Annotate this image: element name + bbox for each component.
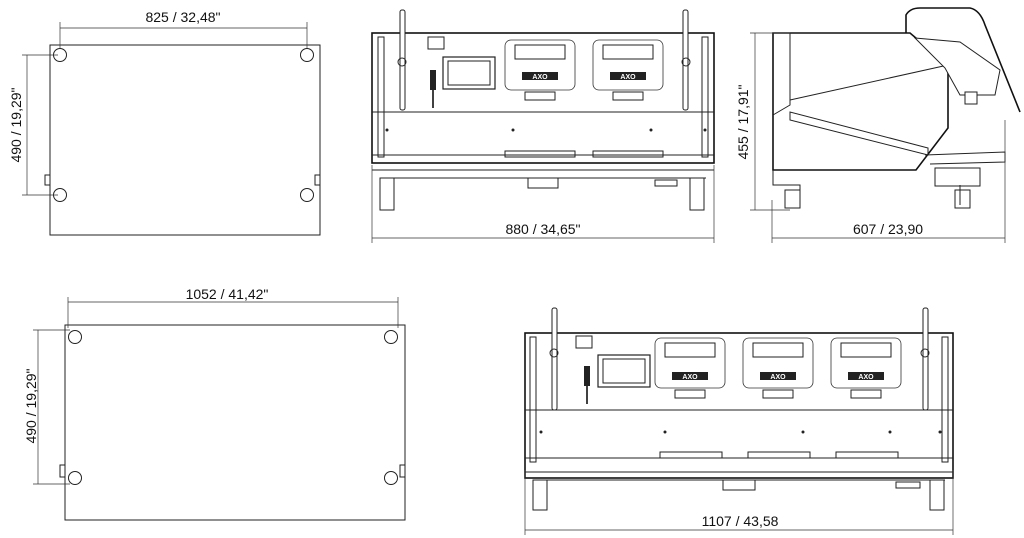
- mounting-hole: [300, 188, 314, 202]
- mounting-hole: [68, 471, 82, 485]
- dimension-height-label: 490 / 19,29": [8, 87, 24, 162]
- group-head: AXO: [742, 337, 814, 399]
- dimension-width-label: 880 / 34,65": [505, 221, 580, 237]
- svg-text:AXO: AXO: [858, 374, 874, 381]
- dimension-depth-label: 607 / 23,90: [853, 221, 923, 237]
- svg-text:AXO: AXO: [682, 374, 698, 381]
- svg-text:AXO: AXO: [770, 374, 786, 381]
- mounting-hole: [68, 330, 82, 344]
- group-head: AXO: [654, 337, 726, 399]
- group-head: AXO: [504, 39, 576, 101]
- dimension-width-label: 1107 / 43,58: [702, 513, 779, 529]
- dimension-width-label: 1052 / 41,42": [186, 286, 269, 302]
- dimension-height-label: 455 / 17,91": [735, 84, 751, 159]
- group-head: AXO: [830, 337, 902, 399]
- front-view-3-group: AXO AXO AXO: [524, 307, 954, 535]
- dimension-width-label: 825 / 32,48": [145, 9, 220, 25]
- svg-text:AXO: AXO: [532, 74, 548, 81]
- side-view: 455 / 17,91" 607 / 23,90: [735, 7, 1021, 243]
- mounting-hole: [384, 471, 398, 485]
- mounting-hole: [384, 330, 398, 344]
- dimension-height-label: 490 / 19,29": [23, 368, 39, 443]
- svg-text:AXO: AXO: [620, 74, 636, 81]
- footprint-plate-2-group: 825 / 32,48" 490 / 19,29": [8, 9, 321, 236]
- front-view-2-group: AXO AXO 880 / 34,65": [371, 9, 715, 243]
- group-head: AXO: [592, 39, 664, 101]
- footprint-plate-3-group: 1052 / 41,42" 490 / 19,29": [23, 286, 406, 521]
- mounting-hole: [300, 48, 314, 62]
